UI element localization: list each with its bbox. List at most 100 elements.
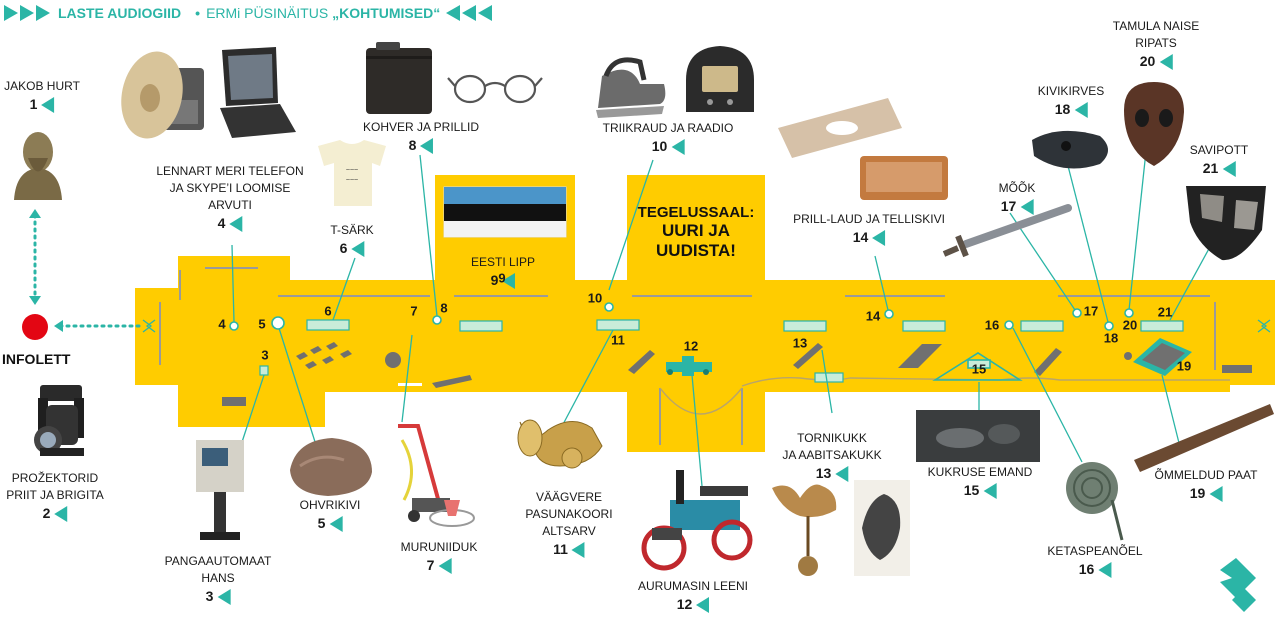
stop-number: 3 <box>205 588 214 604</box>
plan-number-8: 8 <box>440 300 448 316</box>
stop-name-line: VÄÄGVERE <box>535 490 603 504</box>
play-triangle-icon[interactable] <box>502 272 516 289</box>
doorway <box>398 383 422 386</box>
play-triangle-icon[interactable] <box>329 515 343 532</box>
stop-number-row: 11 <box>553 541 585 558</box>
info-dot[interactable] <box>22 314 48 340</box>
stop-label-18[interactable]: KIVIKIRVES 18 <box>1038 83 1104 119</box>
tshirt-icon: ~~~ ~~~ <box>318 140 386 206</box>
tegelussaal-label: TEGELUSSAAL: UURI JA UUDISTA! <box>628 204 764 261</box>
play-triangle-icon[interactable] <box>41 96 55 113</box>
bust-icon <box>14 132 62 200</box>
plan-number-15: 15 <box>971 361 987 377</box>
plan-number-14: 14 <box>865 308 881 324</box>
stop-number: 15 <box>963 482 980 498</box>
stop-number-row: 20 <box>1140 53 1173 70</box>
stop-label-15[interactable]: KUKRUSE EMAND 15 <box>927 464 1033 500</box>
play-triangle-icon[interactable] <box>217 588 231 605</box>
plan-number-6: 6 <box>324 303 332 319</box>
play-triangle-icon[interactable] <box>54 505 68 522</box>
info-connectors <box>33 213 144 328</box>
play-triangle-icon[interactable] <box>229 215 243 232</box>
stop-number-row: 17 <box>1001 198 1034 215</box>
tegelussaal-line3: UUDISTA! <box>656 241 736 260</box>
play-triangle-icon[interactable] <box>835 465 849 482</box>
stop-number: 5 <box>317 515 326 531</box>
mower-icon <box>398 424 475 527</box>
stop-name-line: SAVIPOTT <box>1189 143 1249 157</box>
stop-number-row: 7 <box>427 557 452 574</box>
brooch-icon <box>1066 462 1124 541</box>
stop-name-line: ARVUTI <box>208 198 252 212</box>
stop-number: 16 <box>1078 561 1095 577</box>
walls <box>159 267 1216 445</box>
stop-number-row: 12 <box>677 596 710 613</box>
header-subtitle-quote: „KOHTUMISED“ <box>332 5 441 21</box>
play-triangle-icon[interactable] <box>1098 561 1112 578</box>
play-triangle-icon[interactable] <box>1074 101 1088 118</box>
arrow-left-icon <box>446 5 461 21</box>
stop-number: 21 <box>1202 160 1219 176</box>
stop-number: 14 <box>852 229 869 245</box>
plan-number-21: 21 <box>1157 304 1173 320</box>
flag-icon <box>443 186 567 238</box>
floor-objects <box>222 338 1252 406</box>
stop-number-row: 8 <box>409 137 434 154</box>
play-triangle-icon[interactable] <box>671 138 685 155</box>
play-triangle-icon[interactable] <box>696 596 710 613</box>
play-triangle-icon[interactable] <box>420 137 434 154</box>
stop-name-line: ÕMMELDUD PAAT <box>1154 468 1258 482</box>
stop-number-row: 14 <box>853 229 886 246</box>
play-triangle-icon[interactable] <box>872 229 886 246</box>
stop-name-line: LENNART MERI TELEFON <box>156 164 304 178</box>
play-triangle-icon[interactable] <box>1020 198 1034 215</box>
stop-number: 6 <box>339 240 348 256</box>
plan-number-11: 11 <box>611 332 625 348</box>
header: LASTE AUDIOGIID • ERMi PÜSINÄITUS „KOHTU… <box>4 3 494 23</box>
stop-markers <box>229 302 1134 331</box>
stop-label-21[interactable]: SAVIPOTT 21 <box>1190 142 1248 178</box>
play-triangle-icon[interactable] <box>571 541 585 558</box>
atm-icon <box>196 440 244 540</box>
play-triangle-icon[interactable] <box>1159 53 1173 70</box>
play-triangle-icon[interactable] <box>983 482 997 499</box>
projector-icon <box>34 385 84 456</box>
plan-number-16: 16 <box>984 317 1000 333</box>
stop-label-5[interactable]: OHVRIKIVI 5 <box>299 497 361 533</box>
play-triangle-icon[interactable] <box>1209 485 1223 502</box>
stop-name-line: KUKRUSE EMAND <box>927 465 1033 479</box>
stop-name-line: JA AABITSAKUKK <box>782 448 882 462</box>
plan-number-3: 3 <box>261 347 269 363</box>
stop-name-line: PRIIT JA BRIGITA <box>6 488 104 502</box>
stop-name-line: KIVIKIRVES <box>1037 84 1105 98</box>
stop-number: 18 <box>1054 101 1071 117</box>
play-triangle-icon[interactable] <box>1222 160 1236 177</box>
play-triangle-icon[interactable] <box>438 557 452 574</box>
plan-number-13: 13 <box>792 335 808 351</box>
sword-icon <box>942 204 1072 258</box>
play-triangle-icon[interactable] <box>351 240 365 257</box>
arrow-right-icon <box>4 5 18 21</box>
stop-number-row: 19 <box>1190 485 1223 502</box>
grave-plan-icon <box>932 352 1023 381</box>
stop-name-line: OHVRIKIVI <box>299 498 361 512</box>
stop-label-19[interactable]: ÕMMELDUD PAAT 19 <box>1154 467 1258 503</box>
stop-name-line: HANS <box>201 571 235 585</box>
